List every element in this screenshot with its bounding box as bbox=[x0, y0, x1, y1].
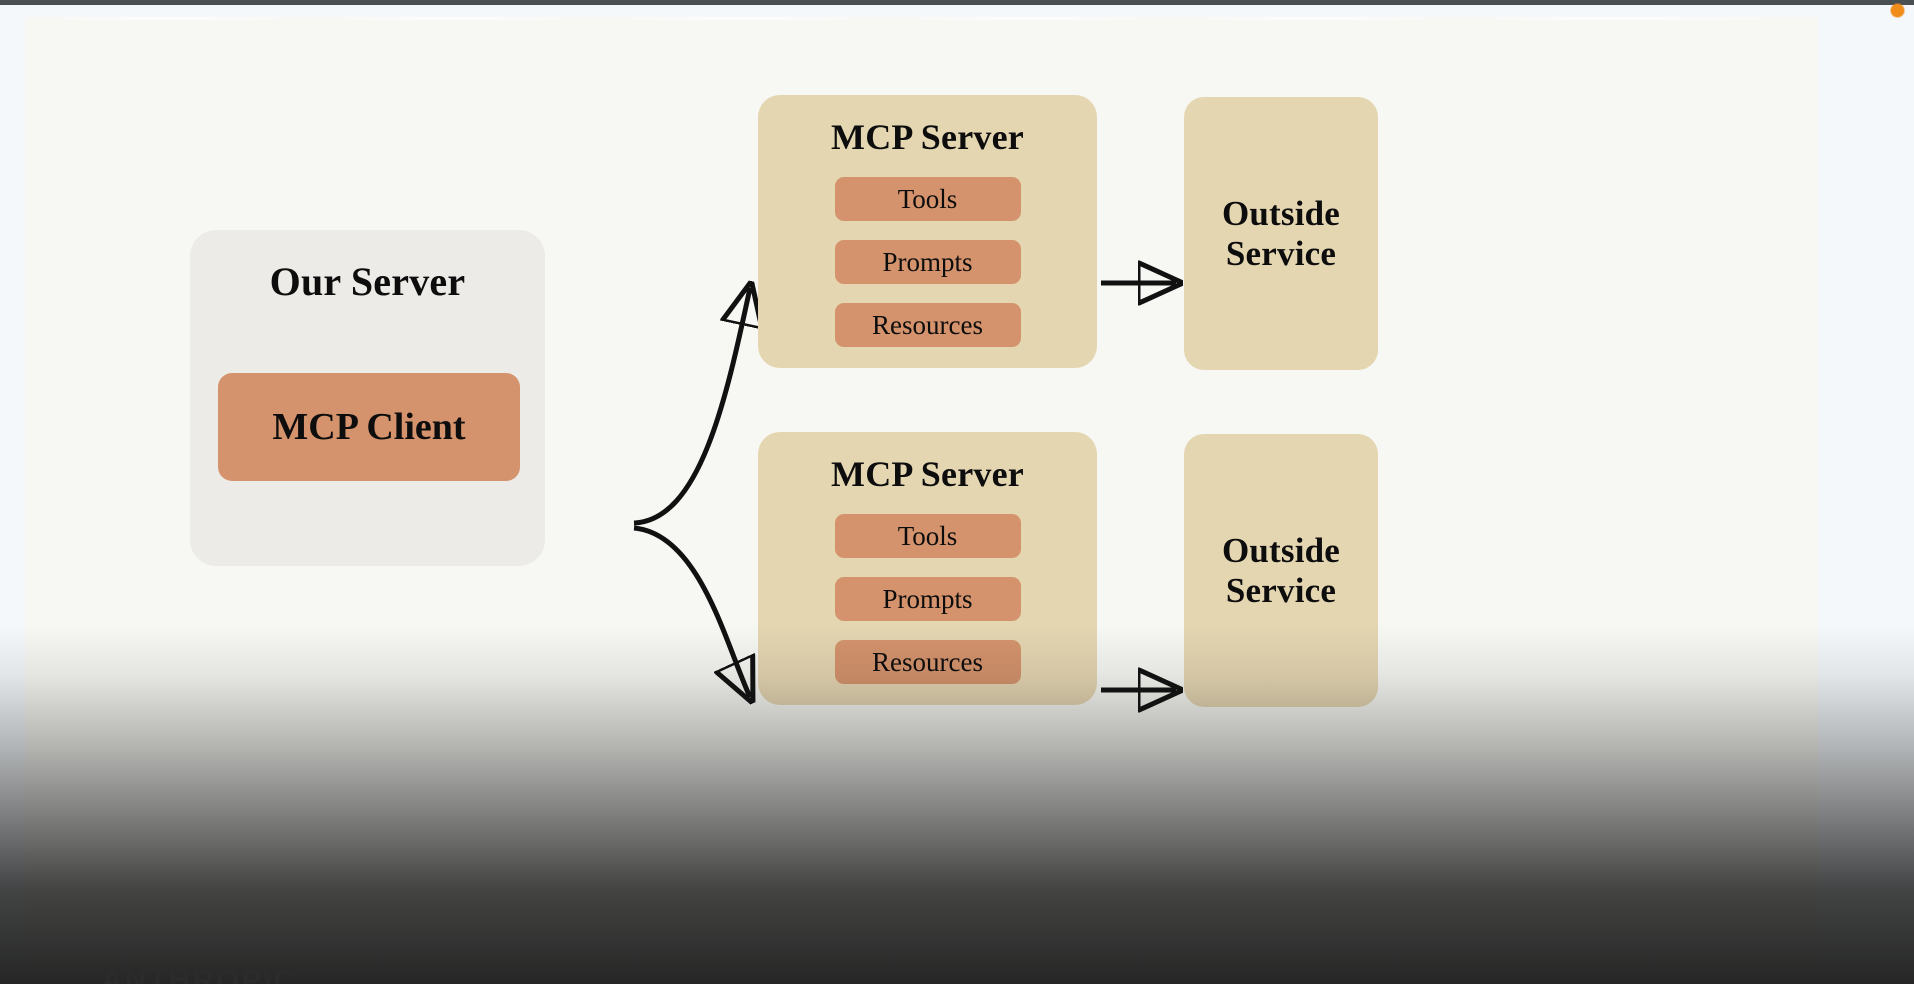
node-mcp-server-1[interactable]: MCP Server Tools Prompts Resources bbox=[758, 95, 1097, 368]
canvas-top-edge bbox=[25, 17, 1818, 20]
capability-resources-label: Resources bbox=[872, 309, 983, 340]
capability-tools[interactable]: Tools bbox=[834, 514, 1021, 558]
capability-resources-label: Resources bbox=[872, 646, 983, 677]
mcp-client-label: MCP Client bbox=[272, 406, 466, 448]
capability-prompts[interactable]: Prompts bbox=[834, 577, 1021, 621]
top-strip bbox=[0, 0, 1914, 5]
outside-service-2-title: Outside Service bbox=[1222, 531, 1340, 609]
outside-service-2-line2: Service bbox=[1225, 570, 1337, 610]
capability-resources[interactable]: Resources bbox=[834, 303, 1021, 347]
capability-tools-label: Tools bbox=[897, 183, 958, 214]
outside-service-2-line1: Outside bbox=[1221, 531, 1341, 571]
mcp-server-2-title: MCP Server bbox=[831, 454, 1024, 494]
outside-service-1-title: Outside Service bbox=[1222, 194, 1340, 272]
capability-tools-label: Tools bbox=[897, 520, 958, 551]
capability-tools[interactable]: Tools bbox=[834, 177, 1021, 221]
node-outside-service-1[interactable]: Outside Service bbox=[1184, 97, 1378, 370]
our-server-title: Our Server bbox=[269, 259, 466, 304]
node-mcp-client[interactable]: MCP Client bbox=[218, 373, 520, 481]
capability-resources[interactable]: Resources bbox=[834, 640, 1021, 684]
node-mcp-server-2[interactable]: MCP Server Tools Prompts Resources bbox=[758, 432, 1097, 705]
outside-service-1-line1: Outside bbox=[1221, 194, 1341, 234]
capability-prompts-label: Prompts bbox=[882, 583, 973, 614]
node-outside-service-2[interactable]: Outside Service bbox=[1184, 434, 1378, 707]
outside-service-1-line2: Service bbox=[1225, 233, 1337, 273]
capability-prompts-label: Prompts bbox=[882, 246, 973, 277]
mcp-server-1-title: MCP Server bbox=[831, 117, 1024, 157]
mcp-server-1-capability-list: Tools Prompts Resources bbox=[758, 177, 1097, 366]
capability-prompts[interactable]: Prompts bbox=[834, 240, 1021, 284]
recording-status-dot bbox=[1891, 4, 1904, 17]
mcp-server-2-capability-list: Tools Prompts Resources bbox=[758, 514, 1097, 703]
node-our-server[interactable]: Our Server MCP Client bbox=[190, 230, 545, 566]
